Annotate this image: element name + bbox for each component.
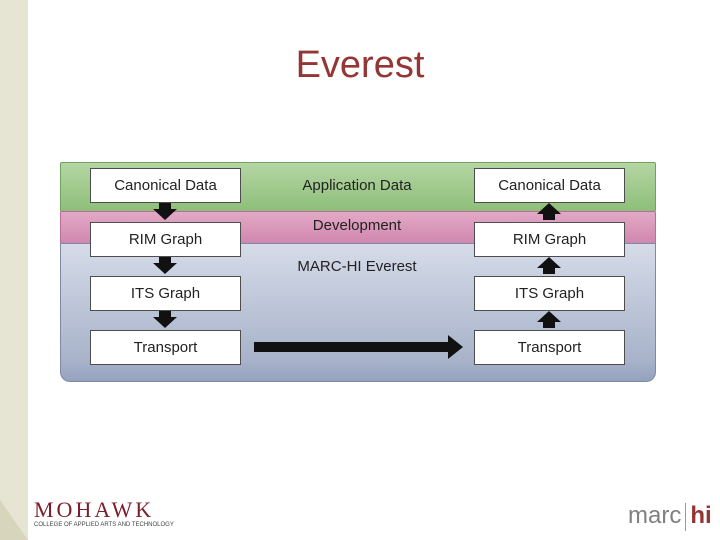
marc-hi-logo-marc: marc	[628, 502, 682, 529]
left-rim-graph-box: RIM Graph	[90, 222, 241, 257]
right-its-graph-box: ITS Graph	[474, 276, 625, 311]
left-its-graph-box: ITS Graph	[90, 276, 241, 311]
application-data-label: Application Data	[302, 177, 412, 194]
marc-hi-logo-divider	[685, 502, 687, 531]
sidebar-strip	[0, 0, 28, 540]
up-arrow-1	[537, 203, 561, 220]
up-arrow-3	[537, 311, 561, 328]
down-arrow-2	[153, 257, 177, 274]
transport-arrow	[254, 335, 463, 359]
slide-title: Everest	[295, 44, 425, 86]
right-transport-box: Transport	[474, 330, 625, 365]
down-arrow-3	[153, 311, 177, 328]
right-rim-graph-box: RIM Graph	[474, 222, 625, 257]
left-canonical-data-box: Canonical Data	[90, 168, 241, 203]
marc-hi-logo-hi: hi	[690, 502, 712, 529]
down-arrow-1	[153, 203, 177, 220]
mohawk-logo-name: MOHAWK	[34, 497, 155, 522]
sidebar-corner	[0, 500, 28, 540]
development-label: Development	[312, 217, 402, 234]
up-arrow-2	[537, 257, 561, 274]
mohawk-logo: MOHAWK COLLEGE OF APPLIED ARTS AND TECHN…	[34, 497, 174, 533]
mohawk-logo-subtitle: COLLEGE OF APPLIED ARTS AND TECHNOLOGY	[34, 522, 174, 528]
marc-hi-everest-label: MARC-HI Everest	[297, 258, 417, 275]
right-canonical-data-box: Canonical Data	[474, 168, 625, 203]
left-transport-box: Transport	[90, 330, 241, 365]
